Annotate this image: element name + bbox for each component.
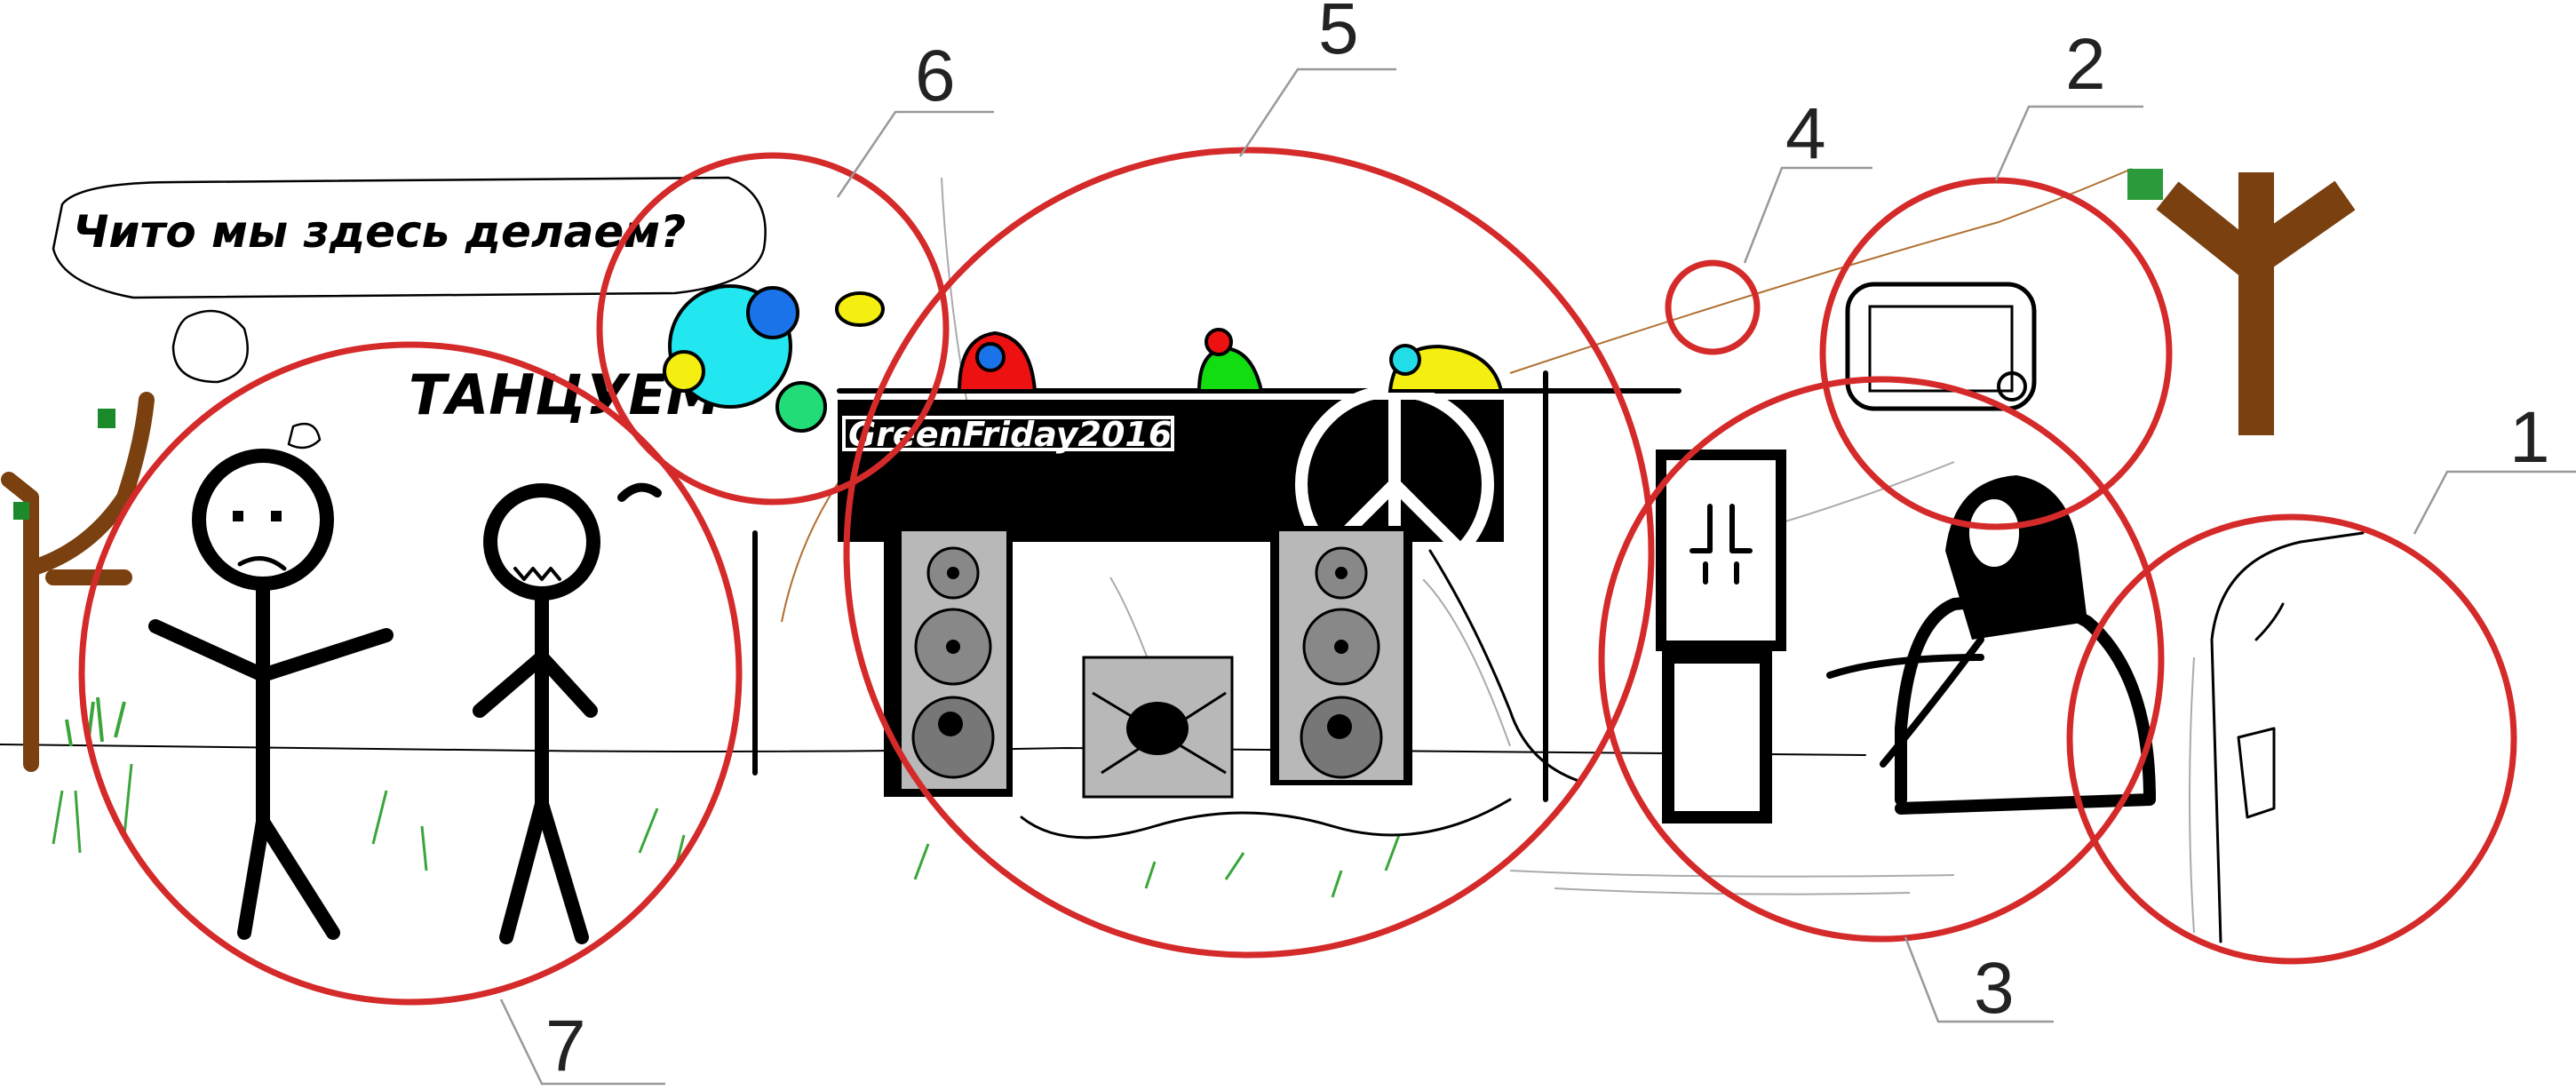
ground-line [0,744,1866,756]
tent-outline [2210,531,2365,943]
callout-number-4: 4 [1785,93,1826,174]
callout-ring-4 [1665,259,1761,355]
speaker-left [884,526,1013,797]
callout-ring-7 [78,341,743,1006]
stick-figure-right [473,482,662,944]
callout-ring-5 [843,147,1655,959]
subwoofer [1082,656,1234,799]
callout-number-5: 5 [1318,0,1359,69]
stage: GreenFriday2016 [663,284,1682,839]
speaker-right [1270,526,1412,785]
tree-right [2127,169,2356,435]
tree-left [1,392,155,772]
speech-bubble: Чито мы здесь делаем? [52,176,767,450]
callout-ring-2 [1819,177,2173,530]
callout-number-3: 3 [1974,948,2015,1029]
callout-number-6: 6 [915,36,956,116]
balloons [663,284,1504,433]
computer-operator [1656,282,2156,823]
callout-ring-1 [2066,513,2517,965]
callout-number-1: 1 [2509,397,2550,478]
callout-number-7: 7 [545,1006,586,1086]
grass [52,696,1401,898]
callout-ring-3 [1598,376,2165,943]
callout-ring-6 [596,152,950,505]
callout-number-2: 2 [2065,24,2106,105]
leader-lines [499,68,2576,1086]
speech-bubble-text: Чито мы здесь делаем? [73,206,686,258]
stick-figure-left [148,449,394,940]
